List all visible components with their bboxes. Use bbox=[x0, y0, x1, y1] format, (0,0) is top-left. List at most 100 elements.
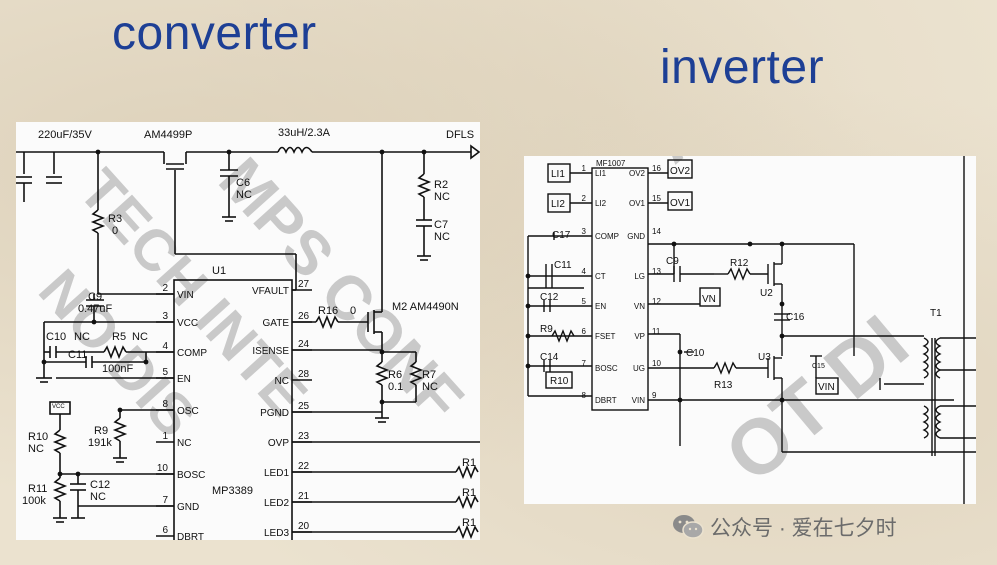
pin-number: 3 bbox=[162, 311, 168, 322]
pin-number: 23 bbox=[298, 431, 310, 442]
pin-number: 1 bbox=[162, 431, 168, 442]
pin-number: 5 bbox=[162, 367, 168, 378]
pin-number: 28 bbox=[298, 369, 310, 380]
pin-name: LED3 bbox=[264, 528, 289, 539]
converter-title: converter bbox=[112, 7, 317, 60]
pin-name: LI2 bbox=[595, 199, 607, 208]
u2-label: U2 bbox=[760, 288, 773, 299]
c9-label: C9 bbox=[88, 291, 102, 303]
r6-value: 0.1 bbox=[388, 381, 403, 393]
pin-number: 11 bbox=[652, 327, 661, 336]
pin-number: 6 bbox=[582, 327, 587, 336]
c14-label: C14 bbox=[540, 352, 559, 363]
pin-name: OV1 bbox=[629, 199, 646, 208]
pin-name: OSC bbox=[177, 406, 199, 417]
pin-name: GND bbox=[177, 502, 199, 513]
pin-name: EN bbox=[595, 302, 606, 311]
pin-number: 25 bbox=[298, 401, 310, 412]
c16-label: C16 bbox=[786, 312, 805, 323]
pin-number: 5 bbox=[582, 297, 587, 306]
c9-value: 0.47uF bbox=[78, 303, 113, 315]
pin-number: 16 bbox=[652, 164, 661, 173]
r7-label: R7 bbox=[422, 369, 436, 381]
m2-label: M2 AM4490N bbox=[392, 301, 459, 313]
r11-label: R11 bbox=[28, 483, 47, 495]
r5-value: NC bbox=[132, 331, 148, 343]
u3-label: U3 bbox=[758, 352, 771, 363]
r7-value: NC bbox=[422, 381, 438, 393]
r3-label: R3 bbox=[108, 213, 122, 225]
pin-name: NC bbox=[177, 438, 191, 449]
r9-label: R9 bbox=[94, 425, 108, 437]
r16-value: 0 bbox=[350, 305, 356, 317]
pin-number: 2 bbox=[162, 283, 168, 294]
pin-number: 13 bbox=[652, 267, 661, 276]
pin-name: LED2 bbox=[264, 498, 289, 509]
r3-value: 0 bbox=[112, 225, 118, 237]
pin-number: 4 bbox=[582, 267, 587, 276]
pin-name: COMP bbox=[177, 348, 207, 359]
pin-name: BOSC bbox=[177, 470, 205, 481]
vcc-label: VCC bbox=[52, 404, 65, 410]
c9-label: C9 bbox=[666, 256, 679, 267]
pin-number: 10 bbox=[157, 463, 169, 474]
pin-number: 7 bbox=[582, 359, 587, 368]
pin-name: VFAULT bbox=[252, 286, 289, 297]
ov2-box-label: OV2 bbox=[670, 166, 690, 177]
inverter-wires bbox=[527, 156, 976, 504]
r13-label: R13 bbox=[714, 380, 733, 391]
pin-number: 7 bbox=[162, 495, 168, 506]
pin-name: LI1 bbox=[595, 169, 607, 178]
pin-number: 2 bbox=[582, 194, 587, 203]
pin-name: PGND bbox=[260, 408, 289, 419]
c15-label: C15 bbox=[812, 363, 825, 370]
inverter-schematic: AN OT DI bbox=[525, 156, 976, 504]
r1-label: R1 bbox=[462, 487, 476, 499]
c12-label: C12 bbox=[90, 479, 110, 491]
footer: 公众号 · 爱在七夕时 bbox=[672, 512, 897, 542]
pin-name: COMP bbox=[595, 232, 619, 241]
r2-label: R2 bbox=[434, 179, 448, 191]
c7-label: C7 bbox=[434, 219, 448, 231]
c10-label: C10 bbox=[46, 331, 66, 343]
pin-number: 15 bbox=[652, 194, 661, 203]
c11-label: C11 bbox=[554, 260, 572, 271]
pin-number: 10 bbox=[652, 359, 661, 368]
chip-part: MP3389 bbox=[212, 485, 253, 497]
footer-text: 公众号 · 爱在七夕时 bbox=[710, 517, 897, 540]
c11-label: C11 bbox=[68, 349, 87, 361]
pmos-part-label: AM4499P bbox=[144, 129, 192, 141]
pin-number: 3 bbox=[582, 227, 587, 236]
c7-value: NC bbox=[434, 231, 450, 243]
pin-number: 27 bbox=[298, 279, 310, 290]
pin-number: 26 bbox=[298, 311, 310, 322]
pin-name: VIN bbox=[632, 396, 646, 405]
pin-name: EN bbox=[177, 374, 191, 385]
pin-number: 21 bbox=[298, 491, 310, 502]
pin-number: 6 bbox=[162, 525, 168, 536]
c17-label: C17 bbox=[552, 230, 571, 241]
r1-label: R1 bbox=[462, 517, 476, 529]
converter-schematic: MPS CONF TECH INTE NO DIS bbox=[16, 127, 480, 540]
pin-name: OVP bbox=[268, 438, 289, 449]
converter-schematic-panel: MPS CONF TECH INTE NO DIS bbox=[16, 122, 480, 540]
r16-label: R16 bbox=[318, 305, 338, 317]
pin-name: DBRT bbox=[595, 396, 617, 405]
cap-rating-label: 220uF/35V bbox=[38, 129, 92, 141]
pin-number: 22 bbox=[298, 461, 310, 472]
c6-label: C6 bbox=[236, 177, 250, 189]
pin-name: VIN bbox=[177, 290, 194, 301]
pin-name: FSET bbox=[595, 332, 616, 341]
pin-name: VP bbox=[634, 332, 645, 341]
converter-labels: 220uF/35V AM4499P 33uH/2.3A DFLS C6 NC R… bbox=[22, 127, 476, 529]
chip-name: U1 bbox=[212, 265, 226, 277]
pin-name: GND bbox=[627, 232, 645, 241]
pin-name: ISENSE bbox=[252, 346, 289, 357]
pin-name: GATE bbox=[263, 318, 290, 329]
r11-value: 100k bbox=[22, 495, 46, 507]
r9-label: R9 bbox=[540, 324, 553, 335]
c10-label: C10 bbox=[686, 348, 705, 359]
pin-number: 4 bbox=[162, 341, 168, 352]
vn-box-label: VN bbox=[702, 294, 716, 305]
inverter-chip-part: MF1007 bbox=[596, 159, 626, 168]
